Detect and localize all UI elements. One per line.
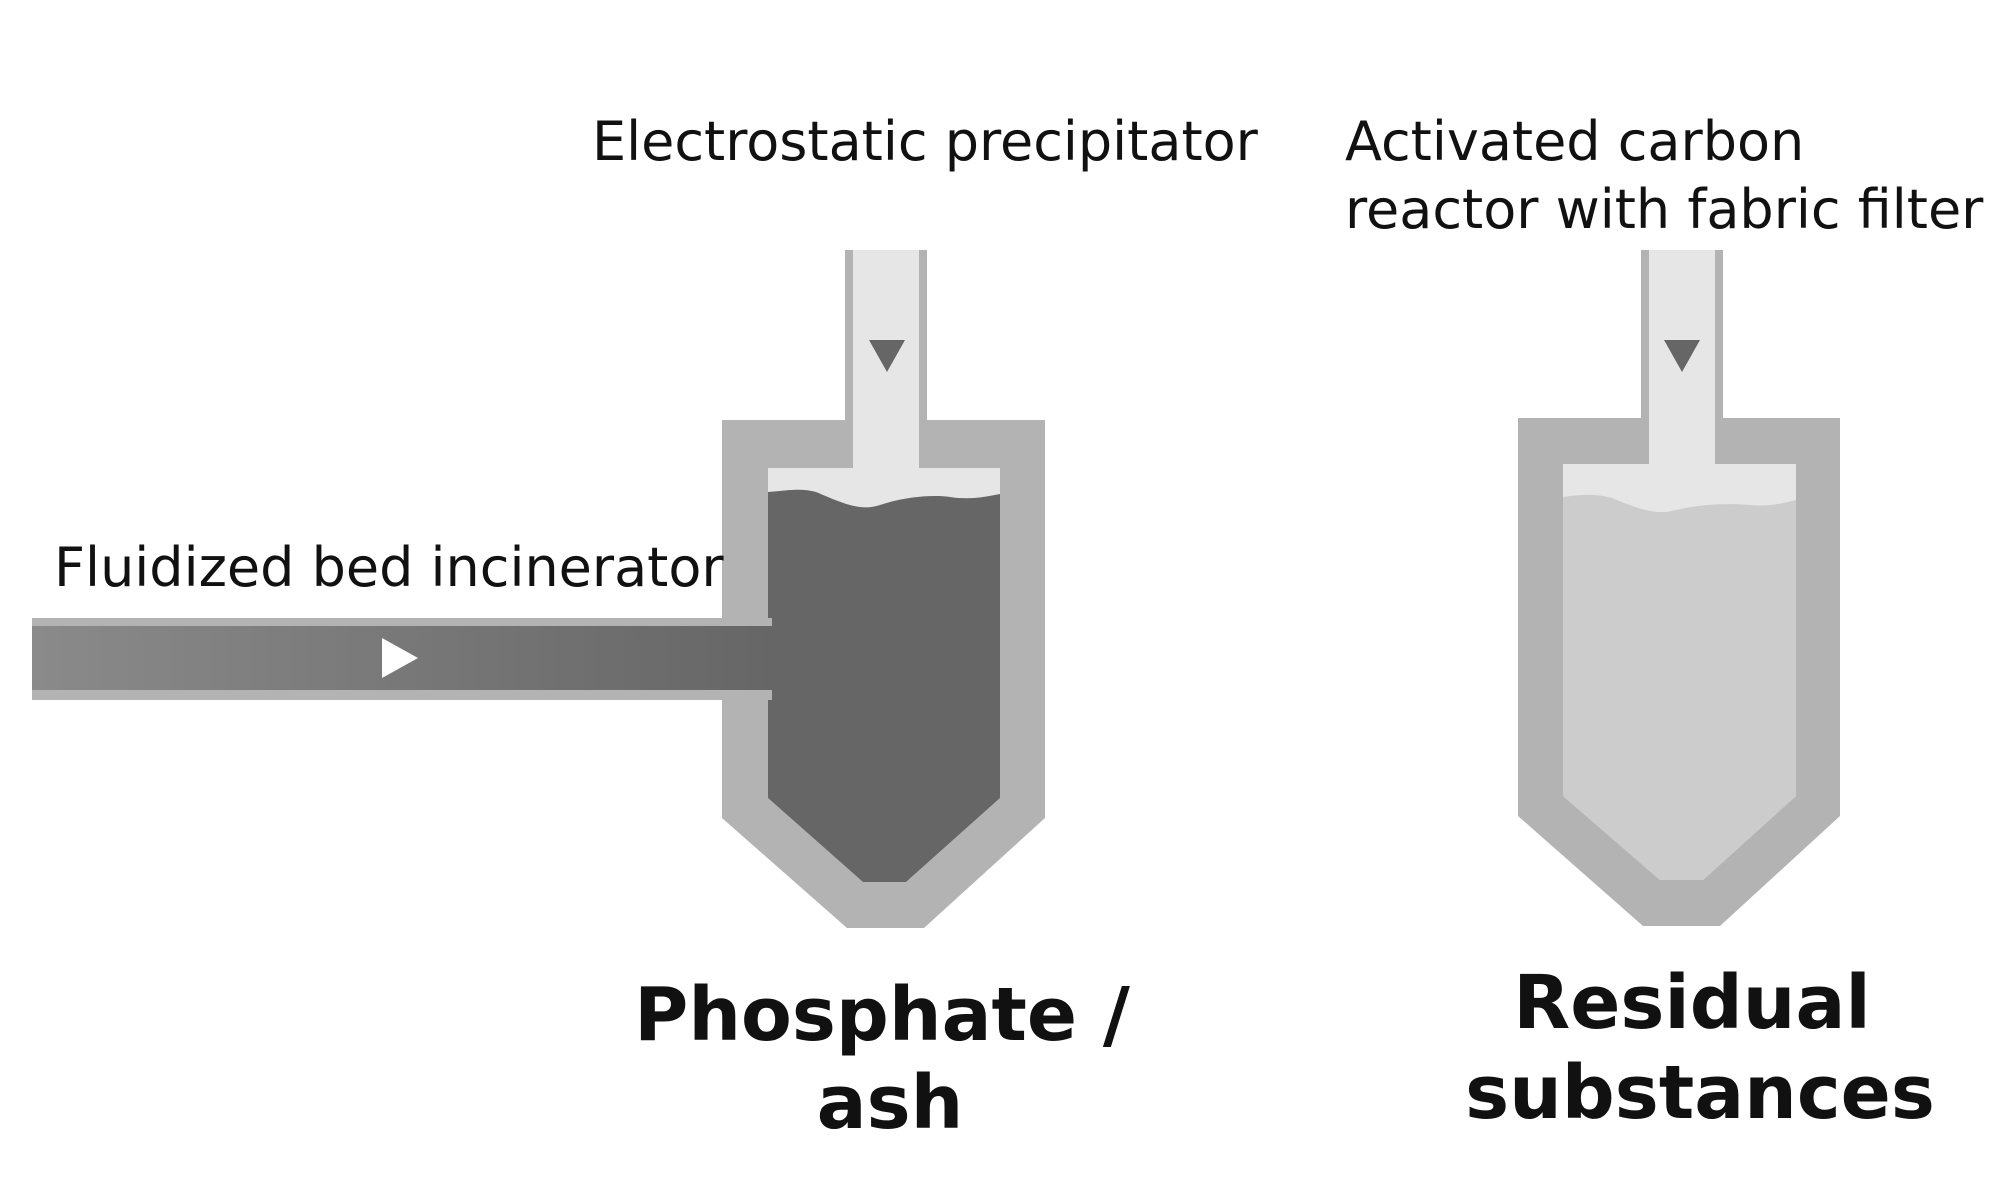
precipitator-ash-fill xyxy=(768,489,1000,882)
carbon-reactor-label-line1: Activated carbon xyxy=(1345,110,1804,173)
incinerator-pipe xyxy=(32,618,776,700)
triangle-right-icon xyxy=(382,638,418,678)
carbon-reactor-residue-fill xyxy=(1563,494,1796,880)
incinerator-label: Fluidized bed incinerator xyxy=(54,536,724,599)
carbon-reactor-unit xyxy=(1518,250,1840,926)
carbon-reactor-label-line2: reactor with fabric filter xyxy=(1345,178,1984,241)
triangle-down-icon xyxy=(1664,340,1700,372)
output-residual-line1: Residual xyxy=(1513,960,1871,1046)
output-residual-line2: substances xyxy=(1465,1050,1935,1136)
precipitator-label: Electrostatic precipitator xyxy=(592,110,1259,173)
output-phosphate-ash-line2: ash xyxy=(817,1060,964,1146)
output-phosphate-ash-line1: Phosphate / xyxy=(634,972,1131,1058)
precipitator-unit xyxy=(722,250,1045,928)
triangle-down-icon xyxy=(869,340,905,372)
